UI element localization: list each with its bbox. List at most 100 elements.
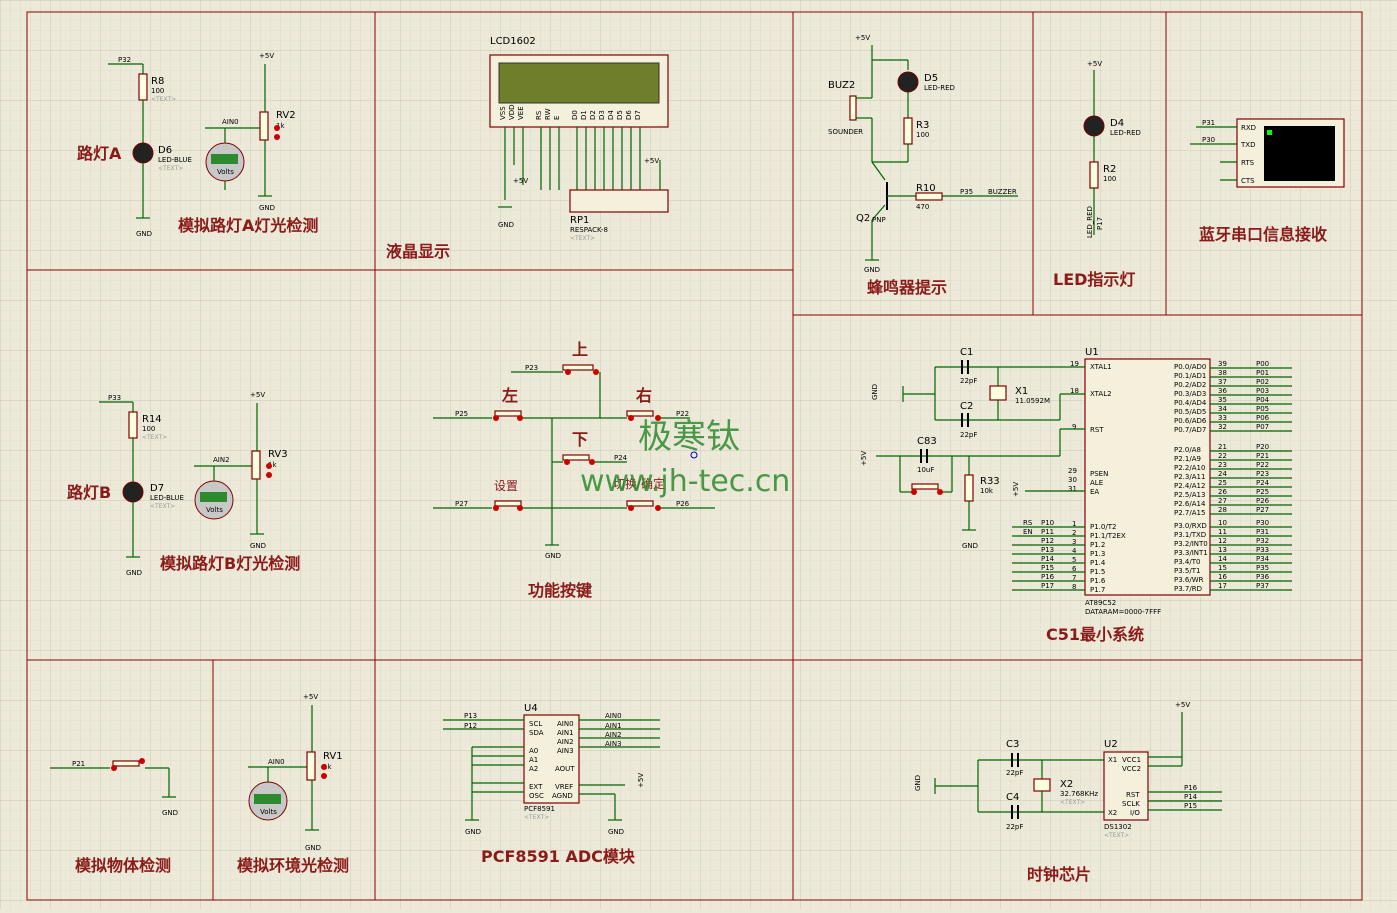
svg-text:18: 18 [1070, 387, 1079, 395]
svg-text:P1.4: P1.4 [1090, 559, 1106, 567]
svg-text:P15: P15 [1184, 802, 1197, 810]
rtc-u2 [1103, 751, 1149, 821]
svg-text:XTAL1: XTAL1 [1090, 363, 1112, 371]
svg-text:+5V: +5V [1012, 482, 1020, 497]
svg-text:GND: GND [864, 266, 880, 274]
svg-text:PSEN: PSEN [1090, 470, 1108, 478]
svg-text:R14: R14 [142, 414, 162, 425]
u1-pin-number: 39 [1218, 360, 1227, 368]
u1-net-label: P01 [1256, 369, 1269, 377]
svg-text:LED-BLUE: LED-BLUE [150, 494, 184, 502]
svg-text:RV2: RV2 [276, 110, 296, 121]
led-circuit: +5V D4 LED-RED R2 100 LED_RED P17 [1083, 60, 1141, 238]
lcd-circuit: LCD1602 VSS VDD VEE RS RW E D0 D1 D2 D3 … [489, 36, 669, 242]
svg-text:P17: P17 [1041, 582, 1054, 590]
u1-net-label: P32 [1256, 537, 1269, 545]
svg-text:8: 8 [1072, 583, 1076, 591]
svg-text:GND: GND [545, 552, 561, 560]
svg-text:VCC2: VCC2 [1122, 765, 1141, 773]
svg-text:I/O: I/O [1130, 809, 1140, 817]
svg-text:AIN3: AIN3 [605, 740, 622, 748]
section-label-lcd: 液晶显示 [386, 242, 450, 261]
svg-text:29: 29 [1068, 467, 1077, 475]
u1-net-label: P33 [1256, 546, 1269, 554]
svg-text:D2: D2 [589, 110, 597, 120]
svg-text:AOUT: AOUT [555, 765, 575, 773]
svg-text:100: 100 [916, 131, 929, 139]
svg-text:VSS: VSS [499, 106, 507, 120]
svg-text:R33: R33 [980, 476, 1000, 487]
svg-text:C83: C83 [917, 436, 937, 447]
u1-net-label: P22 [1256, 461, 1269, 469]
u1-net-label: P26 [1256, 497, 1270, 505]
u1-pin-number: 16 [1218, 573, 1227, 581]
svg-text:GND: GND [136, 230, 152, 238]
u1-pin-number: 37 [1218, 378, 1227, 386]
u1-pin-label: P2.1/A9 [1174, 455, 1201, 463]
u1-pin-label: P2.5/A13 [1174, 491, 1205, 499]
svg-text:SDA: SDA [529, 729, 544, 737]
svg-text:P1.0/T2: P1.0/T2 [1090, 523, 1116, 531]
u1-pin-label: P0.2/AD2 [1174, 381, 1206, 389]
u1-pin-label: P0.6/AD6 [1174, 417, 1207, 425]
watermark-url: www.jh-tec.cn [580, 464, 790, 499]
u1-pin-label: P2.7/A15 [1174, 509, 1205, 517]
svg-text:D6: D6 [625, 110, 633, 120]
svg-text:P16: P16 [1041, 573, 1055, 581]
svg-text:RXD: RXD [1241, 124, 1256, 132]
led-d4-icon [1083, 115, 1105, 137]
key-right-button [626, 410, 654, 417]
svg-text:RV3: RV3 [268, 449, 288, 460]
resistor-r10 [915, 192, 943, 201]
section-label-lamp-a-detect: 模拟路灯A灯光检测 [178, 216, 318, 235]
svg-text:2: 2 [1072, 529, 1076, 537]
u1-pin-label: P2.0/A8 [1174, 446, 1201, 454]
svg-text:D7: D7 [634, 110, 642, 120]
svg-text:切换/确定: 切换/确定 [613, 476, 665, 491]
svg-text:Q2: Q2 [856, 213, 870, 224]
svg-text:<TEXT>: <TEXT> [150, 503, 175, 510]
svg-text:100: 100 [1103, 175, 1116, 183]
svg-text:Volts: Volts [206, 506, 223, 514]
svg-text:P1.6: P1.6 [1090, 577, 1106, 585]
svg-text:RP1: RP1 [570, 215, 589, 226]
svg-text:+5V: +5V [860, 451, 868, 466]
svg-text:A2: A2 [529, 765, 538, 773]
svg-text:RST: RST [1126, 791, 1140, 799]
u1-net-label: P23 [1256, 470, 1269, 478]
u1-pin-label: P3.0/RXD [1174, 522, 1207, 530]
svg-text:D5: D5 [924, 73, 938, 84]
svg-text:R3: R3 [916, 120, 929, 131]
svg-text:31: 31 [1068, 485, 1077, 493]
u1-pin-label: P0.5/AD5 [1174, 408, 1206, 416]
svg-text:SCL: SCL [529, 720, 542, 728]
svg-text:P1.2: P1.2 [1090, 541, 1105, 549]
lamp-a-circuit: P32 R8 100 <TEXT> D6 LED-BLUE <TEXT> GND… [77, 52, 296, 238]
svg-text:P1.1/T2EX: P1.1/T2EX [1090, 532, 1126, 540]
section-frames [26, 11, 1363, 901]
svg-text:GND: GND [305, 844, 321, 852]
svg-text:E: E [553, 116, 561, 120]
key-down-button [562, 454, 590, 461]
u1-pin-label: P2.3/A11 [1174, 473, 1205, 481]
u1-net-label: P36 [1256, 573, 1270, 581]
svg-text:VREF: VREF [555, 783, 573, 791]
svg-text:AIN3: AIN3 [557, 747, 574, 755]
u1-net-label: P25 [1256, 488, 1269, 496]
svg-text:D7: D7 [150, 483, 164, 494]
u1-pin-number: 26 [1218, 488, 1227, 496]
label-lamp-b: 路灯B [67, 483, 111, 502]
svg-text:P22: P22 [676, 410, 689, 418]
svg-text:P13: P13 [464, 712, 477, 720]
u1-pin-label: P0.0/AD0 [1174, 363, 1206, 371]
u1-pin-label: P2.4/A12 [1174, 482, 1205, 490]
svg-text:AIN0: AIN0 [605, 712, 622, 720]
reset-button [911, 483, 939, 490]
svg-text:P10: P10 [1041, 519, 1054, 527]
u1-left-nets: P10 P11 P12 P13 P14 P15 P16 P17 RS EN [1012, 519, 1085, 591]
u1-net-label: P07 [1256, 423, 1269, 431]
section-label-lamp-b-detect: 模拟路灯B灯光检测 [160, 554, 300, 573]
svg-text:VDD: VDD [508, 104, 516, 120]
svg-text:GND: GND [498, 221, 514, 229]
